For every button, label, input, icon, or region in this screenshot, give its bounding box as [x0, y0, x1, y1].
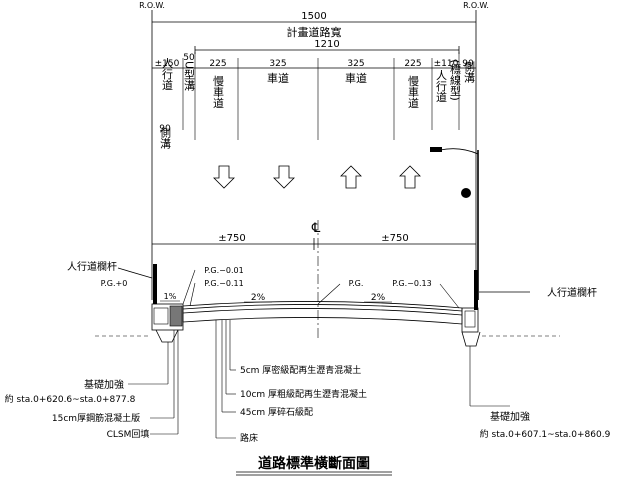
right-foundation: [461, 331, 481, 347]
slope-right: 2%: [371, 293, 386, 303]
left-callout-foundation: 基礎加強: [84, 378, 124, 391]
seg-right-ditch: 90: [462, 59, 474, 69]
railing-label-left: 人行道欄杆: [67, 260, 117, 273]
label-lane-right: 車道: [345, 71, 367, 85]
label-right-sidewalk: 人行道: [435, 69, 448, 102]
pg-left-1: P.G.−0.01: [204, 266, 243, 275]
layer-1: 5cm 厚密級配再生瀝青混凝土: [240, 364, 361, 376]
pg-center: P.G.: [349, 279, 364, 288]
total-width-value: 1500: [301, 11, 326, 22]
seg-lane-left: 325: [269, 59, 286, 69]
label-u-gutter: U型溝: [183, 61, 196, 92]
seg-slow-lane-left: 225: [209, 59, 226, 69]
pavement-base: [182, 317, 463, 325]
label-slow-lane-left: 慢車道: [212, 75, 225, 108]
pg-right: P.G.−0.13: [392, 279, 431, 288]
planned-width-label: 計畫道路寬: [287, 25, 342, 39]
pg-left-2: P.G.−0.11: [204, 279, 243, 288]
row-label-right: R.O.W.: [463, 1, 489, 10]
centerline-symbol: ℄: [311, 221, 321, 236]
seg-right-sidewalk: ±110: [434, 59, 459, 69]
seg-lane-right: 325: [347, 59, 364, 69]
slope-left: 2%: [251, 293, 266, 303]
half-width-right: ±750: [381, 233, 408, 244]
seg-u-gutter: 50: [183, 53, 195, 63]
label-lane-left: 車道: [267, 71, 289, 85]
arrow-up-icon: [340, 165, 362, 189]
railing-right: [474, 270, 478, 310]
layer-3: 45cm 厚碎石級配: [240, 406, 313, 418]
arrow-down-icon: [273, 165, 295, 189]
left-callout-clsm: CLSM回填: [107, 428, 150, 440]
railing-label-right: 人行道欄杆: [547, 286, 597, 299]
railing-left: [153, 264, 157, 304]
label-left-ditch: 側溝: [159, 127, 172, 150]
label-right-ditch: 側溝: [463, 61, 476, 84]
row-label-left: R.O.W.: [139, 1, 165, 10]
layer-4: 路床: [240, 432, 258, 444]
label-right-marked-ditch: (標線型): [449, 59, 462, 101]
right-ditch-structure: [461, 307, 479, 333]
right-callout-foundation: 基礎加強: [490, 410, 530, 423]
left-callout-slab: 15cm厚鋼筋混凝土版: [52, 412, 140, 424]
seg-left-ditch: 90: [159, 124, 171, 134]
carriageway-width-value: 1210: [314, 39, 339, 50]
slope-sidewalk: 1%: [164, 292, 177, 301]
seg-left-sidewalk: ±150: [155, 59, 180, 69]
seg-slow-lane-right: 225: [404, 59, 421, 69]
street-light-icon: [430, 147, 442, 152]
arrow-up-icon: [399, 165, 421, 189]
label-left-sidewalk: 人行道: [161, 57, 174, 90]
pg-left-edge: P.G.+0: [101, 279, 128, 288]
pavement-surface: [182, 301, 463, 309]
half-width-left: ±750: [218, 233, 245, 244]
light-arm: [439, 148, 479, 155]
left-foundation: [155, 329, 179, 343]
drawing-title: 道路標準橫斷面圖: [258, 455, 370, 472]
left-callout-station: 約 sta.0+620.6~sta.0+877.8: [5, 393, 136, 405]
right-callout-station: 約 sta.0+607.1~sta.0+860.9: [480, 428, 611, 440]
left-sidewalk-structure: [151, 303, 184, 331]
label-slow-lane-right: 慢車道: [407, 75, 420, 108]
pavement-layer-1: [182, 304, 463, 312]
u-gutter-section: [169, 305, 183, 327]
arrow-down-icon: [213, 165, 235, 189]
layer-2: 10cm 厚粗級配再生瀝青混凝土: [240, 388, 367, 400]
lamp-icon: [461, 188, 471, 198]
pavement-layer-2: [182, 308, 463, 316]
